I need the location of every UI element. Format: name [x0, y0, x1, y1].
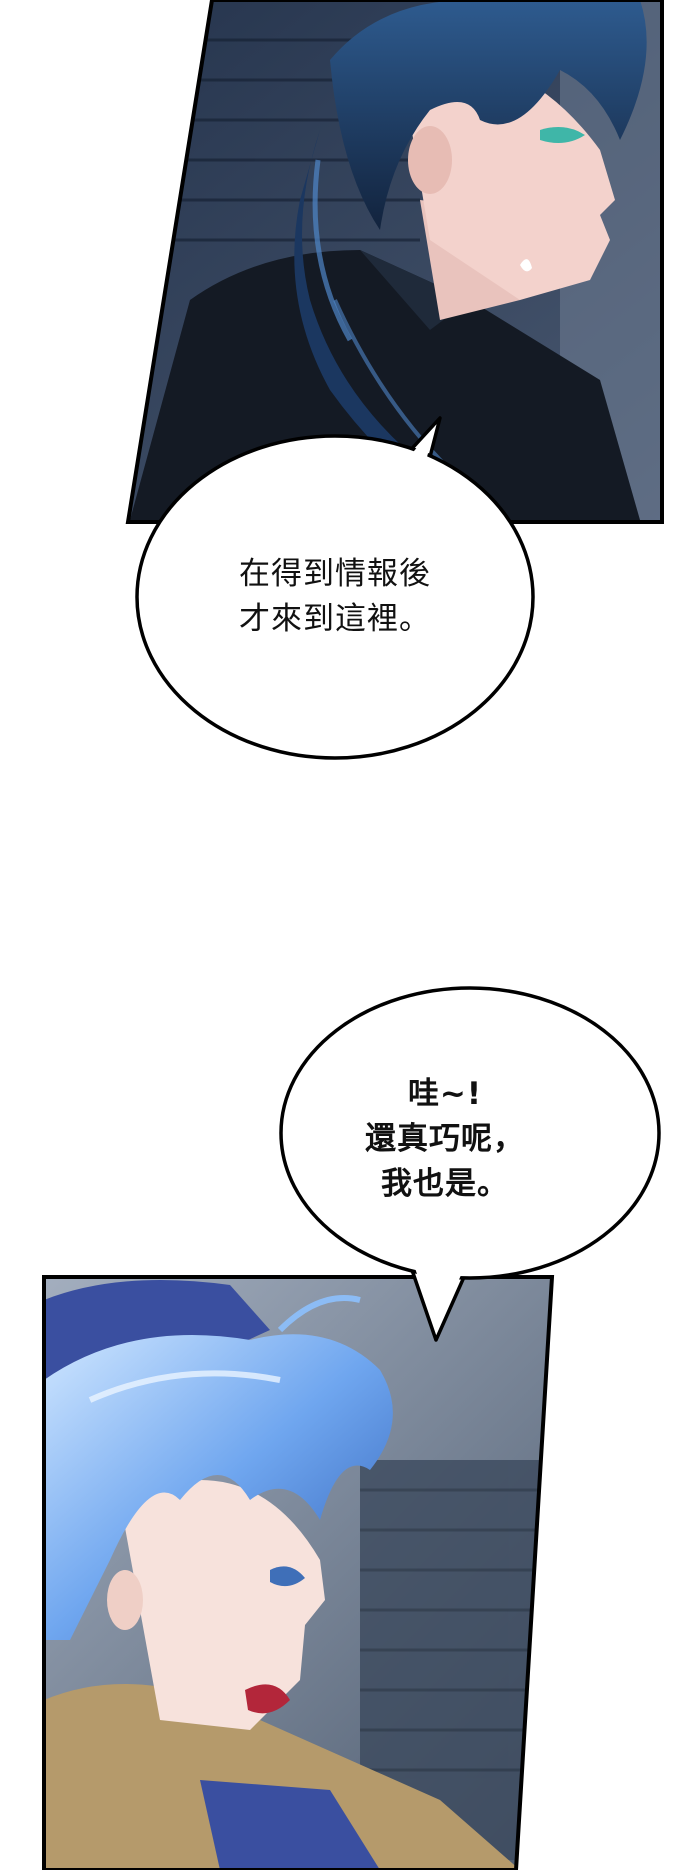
speech-bubble-1: [135, 416, 535, 760]
speech-line: 還真巧呢，: [365, 1120, 525, 1157]
top-character-eye: [540, 126, 585, 144]
speech-bubble-1-text: 在得到情報後 才來到這裡。: [190, 552, 480, 642]
top-character-hair: [330, 0, 647, 230]
speech-line: 哇~!: [407, 1076, 483, 1112]
speech-line: 才來到這裡。: [239, 600, 431, 637]
bottom-character-face: [120, 1480, 325, 1730]
speech-bubble-2-text: 哇~! 還真巧呢， 我也是。: [320, 1072, 570, 1207]
bottom-character-hair: [44, 1334, 393, 1640]
bottom-character-mouth: [245, 1684, 290, 1714]
top-character-ponytail: [294, 130, 500, 520]
bottom-character-eye: [270, 1566, 305, 1587]
speech-line: 我也是。: [381, 1165, 509, 1202]
bottom-panel: [44, 1277, 552, 1870]
top-character-face: [400, 56, 615, 300]
speech-line: 在得到情報後: [239, 556, 431, 592]
bottom-character-ear: [107, 1570, 143, 1630]
top-character-ear: [408, 126, 452, 194]
speech-bubble-2: [279, 986, 661, 1342]
sweat-drop: [520, 259, 532, 272]
bottom-character-coat: [44, 1684, 520, 1870]
